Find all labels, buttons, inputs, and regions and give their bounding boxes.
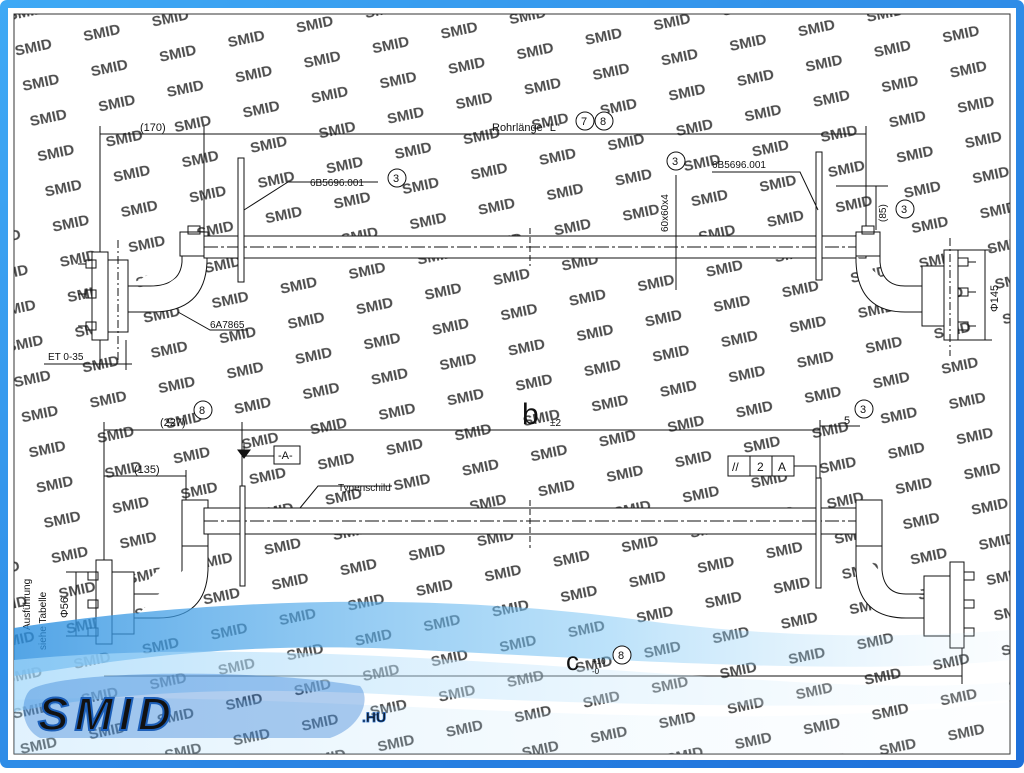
bottom-view-labels: (227) 8 b ±2 5 3 -A- // 2 A (135) Typens… [22,398,874,650]
smid-logo: SMID .HU [23,673,387,741]
top-view-labels: (170) Rohrlänge "L" 7 8 6B5696.001 3 6B5… [48,111,1001,363]
type-plate-label: Typenschild [338,483,391,494]
dim-c-ref: 8 [618,650,624,662]
part-left-ref: 3 [393,173,399,185]
ref-circle [895,199,915,219]
flange-diameter-label: Φ145 [989,285,1001,312]
datum-label: -A- [278,450,293,462]
right-hub-bottom [855,499,975,649]
ref-circle [575,111,595,131]
dim-227-ref: 8 [199,405,205,417]
dim-5-ref: 3 [860,404,866,416]
dim-b-tolerance: ±2 [550,418,561,429]
dim-bracket-label: (85) [878,204,889,222]
side-note-1: Ausführung [22,579,33,630]
part-left-label: 6B5696.001 [310,178,364,189]
ref-circle [387,168,407,188]
ref-circle [854,399,874,419]
side-note-2: siehe Tabelle [38,591,49,650]
dim-c-tol-upper: +10 [592,657,606,666]
ref-circle [193,400,213,420]
bolt-circle-label: Φ56 [59,597,71,618]
bracket-right-bottom [815,477,822,589]
dim-135-label: (135) [134,464,160,476]
dim-c: c +10 -0 8 [566,645,632,676]
ref-8: 8 [600,116,606,128]
decorative-waves [14,601,1010,754]
tolerance-value: 2 [757,460,764,474]
dim-5-label: 5 [844,415,850,427]
ref-7: 7 [581,116,587,128]
dim-c-label: c [566,646,579,676]
part-right-label: 6B5696.001 [712,160,766,171]
dim-bracket-ref: 3 [901,204,907,216]
logo-text: SMID [38,688,177,740]
bracket-left-bottom [239,485,246,587]
tube-profile-ref: 3 [672,156,678,168]
tolerance-symbol: // [732,460,739,474]
bracket-right-top [815,151,823,281]
et-range-label: ET 0-35 [48,352,84,363]
bracket-left-top [237,157,245,283]
hub-part-label: 6A7865 [210,320,245,331]
ref-circle [666,151,686,171]
dim-227-label: (227) [160,417,186,429]
top-view [44,126,992,370]
ref-circle [594,111,614,131]
dim-b-label: b [522,398,539,431]
tolerance-datum: A [778,460,786,474]
dim-overhang-label: (170) [140,122,166,134]
dim-c-tol-lower: -0 [592,667,600,676]
logo-suffix: .HU [362,709,386,725]
ref-circle [612,645,632,665]
bottom-view [66,420,975,684]
dim-tube-length-label: Rohrlänge "L" [492,122,560,134]
right-hub-top [855,225,976,356]
tube-profile-label: 60x60x4 [660,194,671,232]
